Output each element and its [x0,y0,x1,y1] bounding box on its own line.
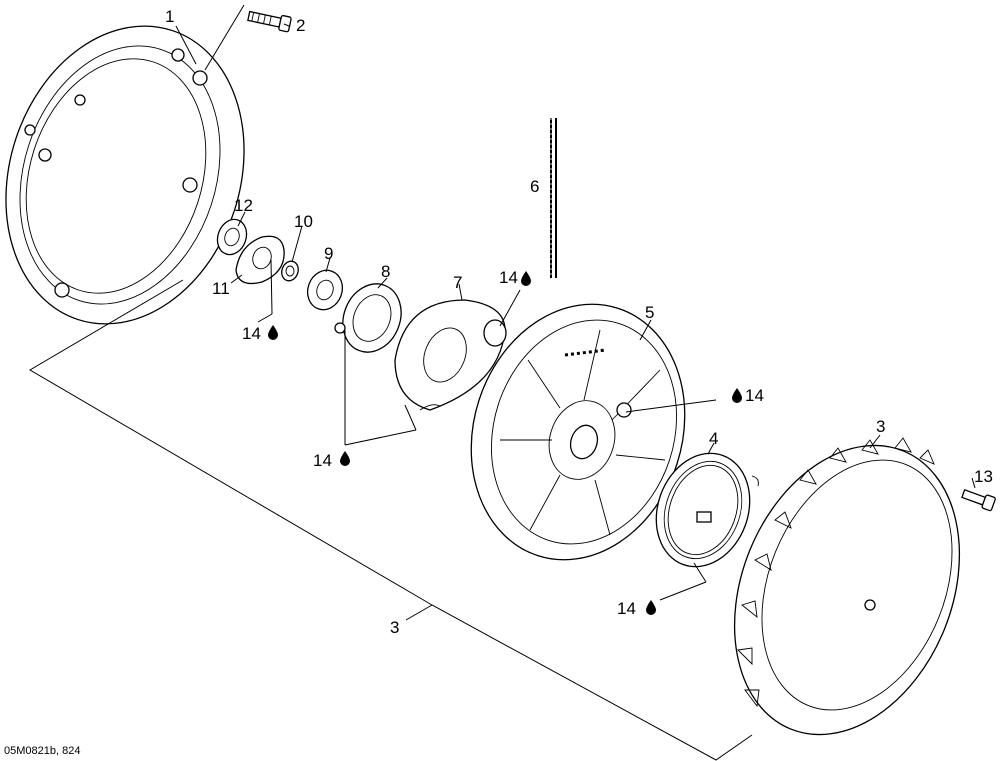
part-2-bolt [247,10,292,33]
callout-2: 2 [296,16,305,35]
part-1-housing-ring [5,25,245,325]
part-9-washer [306,269,344,311]
callout-labels: 1 2 3 3 4 5 6 7 8 9 10 11 12 13 14 14 14… [165,7,993,637]
oil-drop-icon [268,325,278,340]
part-10-ring [281,260,299,282]
part-5-pulley [470,303,686,561]
part-11-bushing-plate [235,235,285,285]
callout-7: 7 [453,273,462,292]
callout-6: 6 [530,177,539,196]
callout-10: 10 [294,212,313,231]
callout-14-cam: 14 [499,268,518,287]
callout-9: 9 [324,244,333,263]
callout-1: 1 [165,7,174,26]
callout-13: 13 [974,467,993,486]
callout-12: 12 [234,196,253,215]
part-12-washer [216,218,248,256]
part-8-pawl-plate [334,283,402,353]
leader-lines [29,4,976,761]
callout-14-spring: 14 [617,599,636,618]
oil-drop-icon [340,451,350,466]
part-6-rope [550,118,557,278]
callout-8: 8 [381,262,390,281]
callout-5: 5 [645,303,654,322]
callout-14-pulley: 14 [745,386,764,405]
part-3-starter-cover [733,437,961,736]
callout-3-assembly: 3 [390,618,399,637]
callout-14-pawl: 14 [313,451,332,470]
oil-drop-icon [646,600,656,615]
part-7-cam [394,299,507,411]
callout-4: 4 [709,429,718,448]
callout-11: 11 [212,279,230,298]
callout-14-bushing: 14 [242,324,261,343]
figure-code: 05M0821b, 824 [4,745,80,757]
oil-drop-icon [521,271,531,286]
oil-drop-icon [732,388,742,403]
lubrication-drop-icons [268,271,742,615]
callout-3-cover: 3 [876,417,885,436]
part-4-spring [655,452,759,568]
part-13-bolt [961,488,996,512]
